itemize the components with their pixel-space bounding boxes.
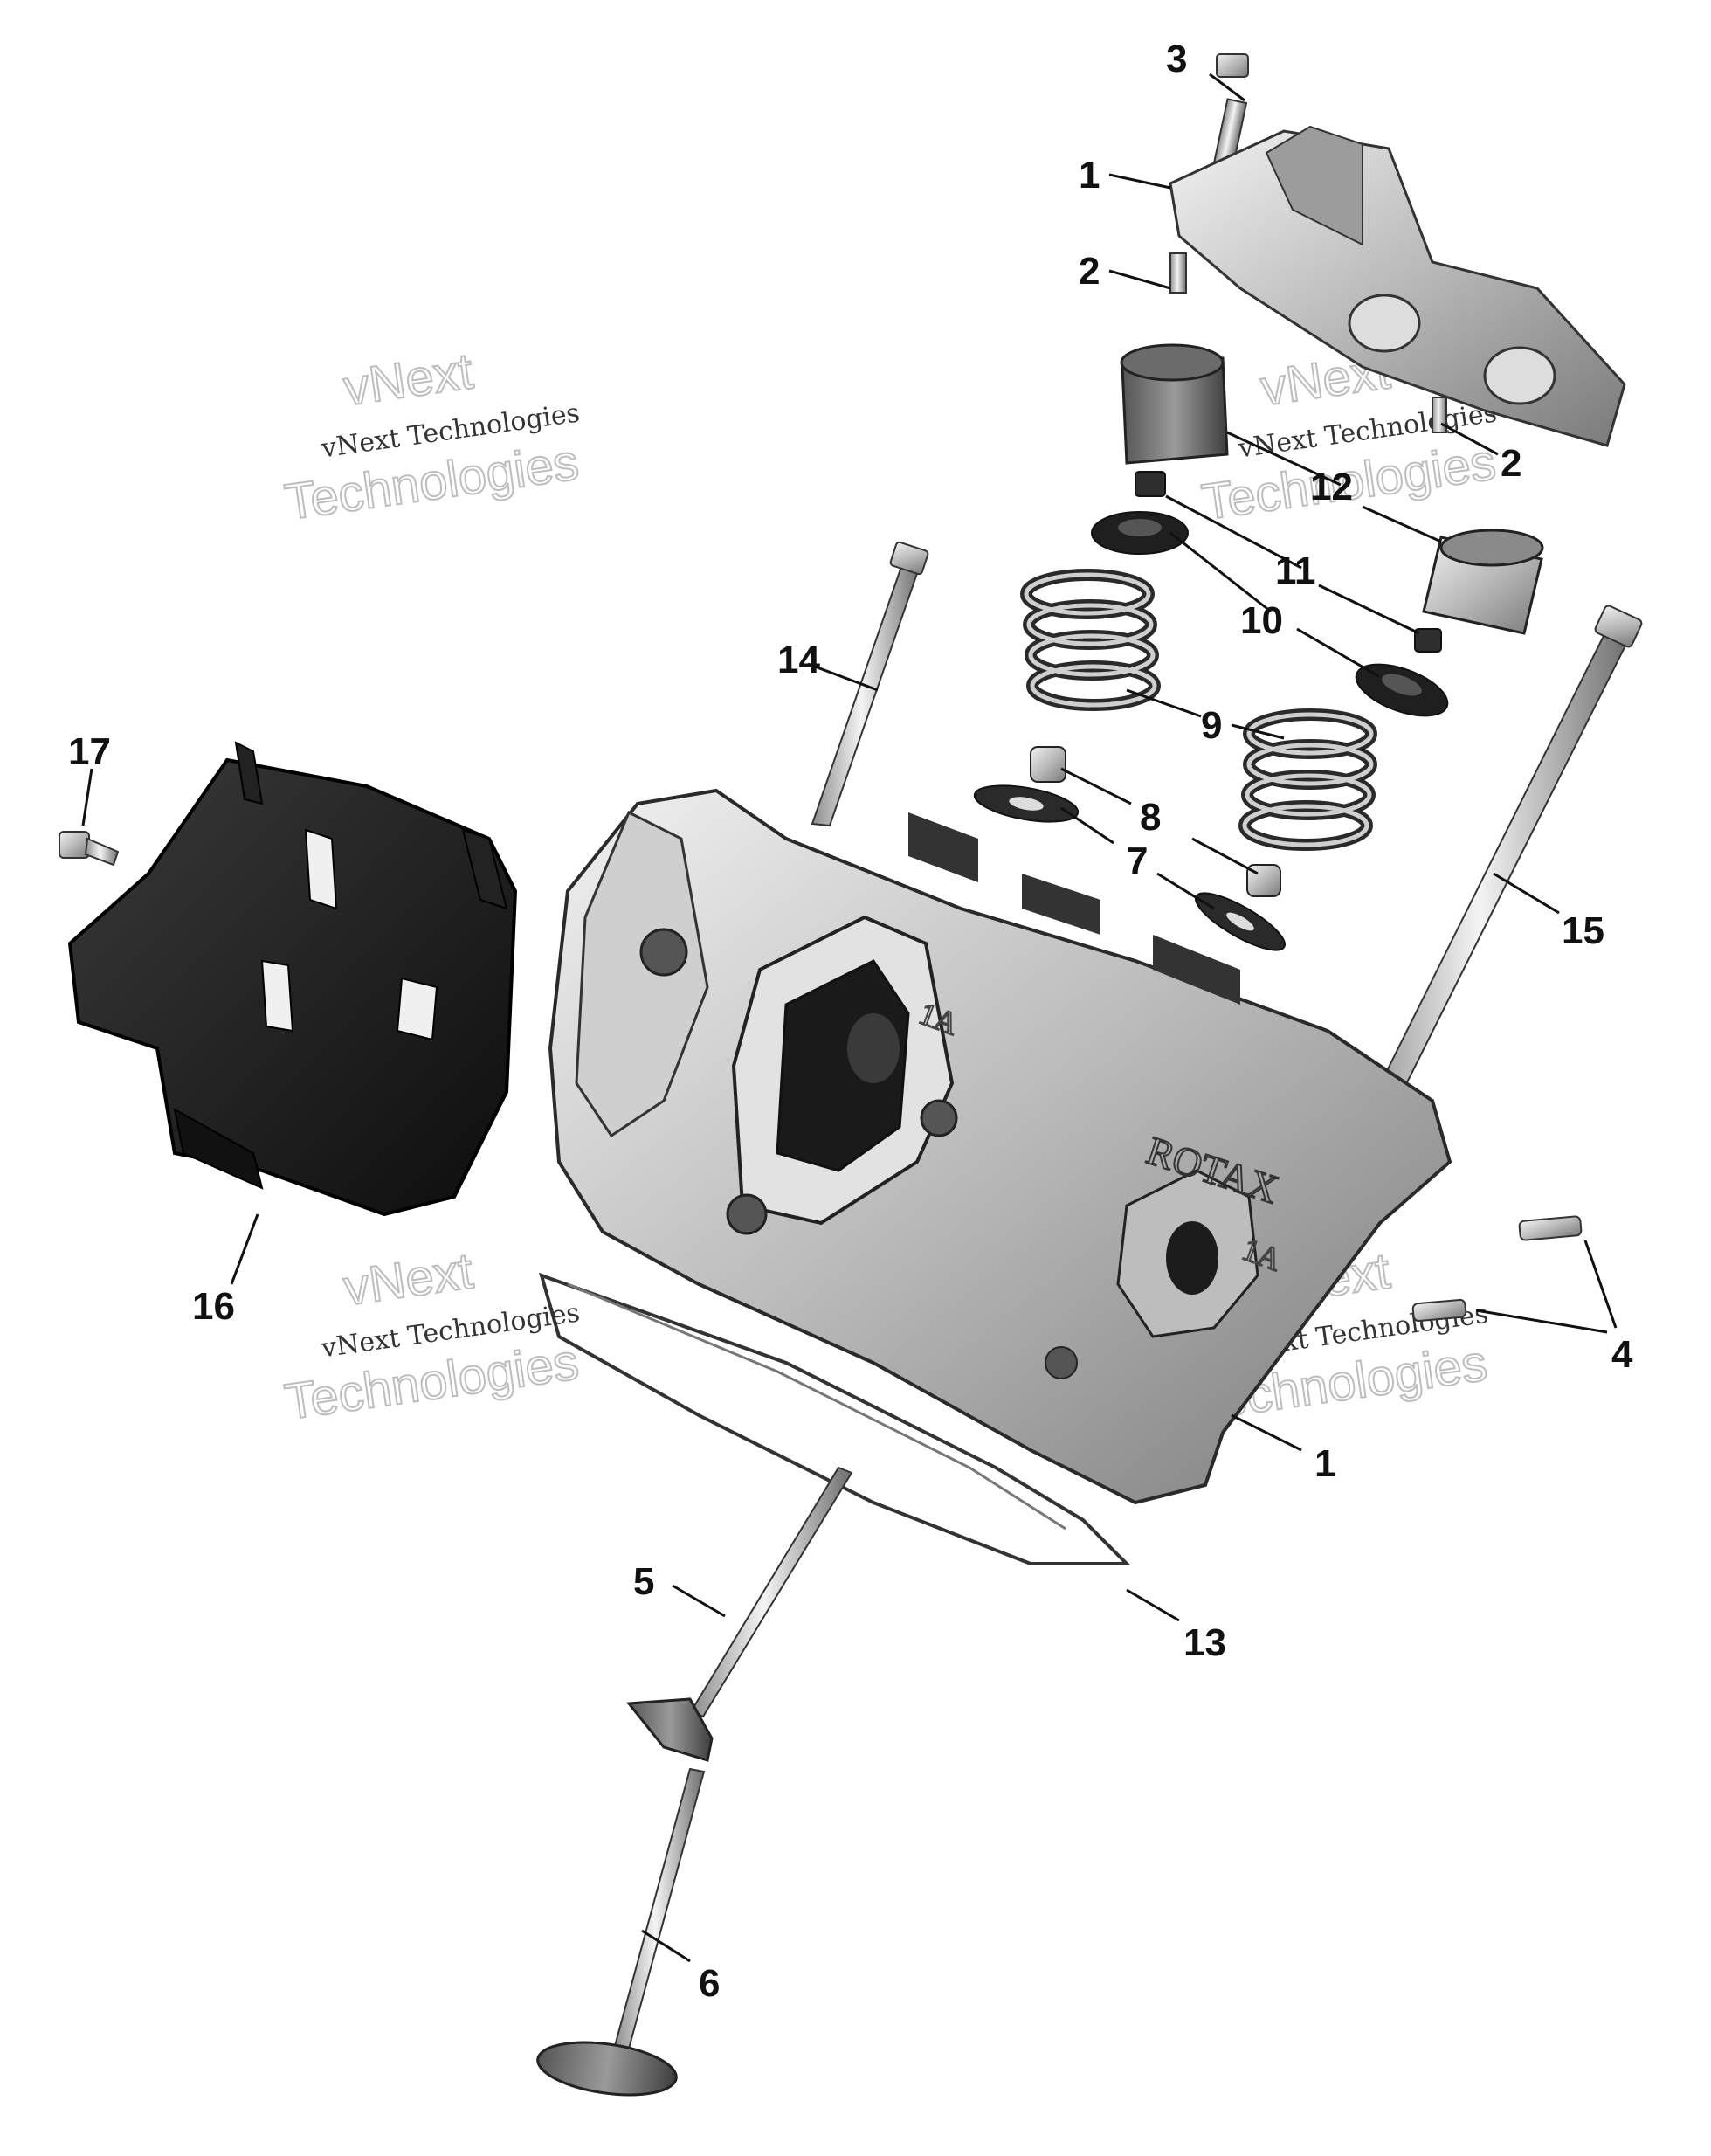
part-tappet-12b — [1422, 529, 1544, 635]
leader-lines — [81, 73, 1618, 1963]
watermark-brand: vNext — [341, 342, 477, 417]
part-bracket-16 — [67, 741, 518, 1217]
callout-4: 4 — [1611, 1333, 1633, 1376]
part-dowel-pin-4a — [1518, 1215, 1583, 1241]
callout-6: 6 — [699, 1962, 720, 2005]
callout-10: 10 — [1240, 599, 1283, 642]
callout-9: 9 — [1201, 704, 1222, 747]
part-cylinder-head: ROTAX 1A 1A — [548, 788, 1452, 1505]
part-stud-14 — [811, 541, 929, 827]
callout-16: 16 — [192, 1285, 235, 1328]
part-keeper-11a — [1135, 471, 1166, 497]
part-valve-6 — [536, 1767, 706, 2097]
part-stem-seal-8a — [1030, 746, 1066, 783]
callout-3: 3 — [1166, 38, 1187, 80]
part-screw-17 — [59, 831, 120, 867]
callout-1-top: 1 — [1079, 154, 1100, 197]
callout-12: 12 — [1310, 466, 1353, 508]
part-tappet-12a — [1120, 343, 1229, 465]
callout-2-top-right: 2 — [1501, 442, 1521, 485]
part-valve-spring-9b — [1238, 708, 1377, 851]
callout-5: 5 — [633, 1560, 654, 1603]
callout-1-main: 1 — [1314, 1442, 1335, 1485]
callout-14: 14 — [777, 639, 820, 681]
part-valve-5 — [626, 1466, 853, 1762]
watermark-brand: vNext — [341, 1242, 477, 1316]
part-keeper-11b — [1414, 628, 1442, 653]
callout-11: 11 — [1275, 549, 1316, 592]
part-dowel-pin-2a — [1169, 252, 1187, 294]
callout-7: 7 — [1127, 840, 1148, 882]
part-retainer-10b — [1355, 663, 1449, 717]
part-spring-seat-7a — [973, 784, 1080, 823]
part-retainer-10a — [1091, 511, 1189, 555]
part-valve-spring-9a — [1020, 569, 1161, 711]
callout-2-top-left: 2 — [1079, 250, 1100, 293]
part-dowel-pin-2b — [1432, 397, 1447, 433]
watermark-top-left: vNext vNext Technologies Technologies — [280, 342, 583, 532]
callout-13: 13 — [1183, 1621, 1226, 1664]
callout-8: 8 — [1140, 796, 1161, 839]
watermark-bottom-left: vNext vNext Technologies Technologies — [280, 1241, 583, 1432]
part-dowel-pin-4b — [1411, 1298, 1467, 1323]
callout-15: 15 — [1562, 909, 1604, 952]
callout-labels: 3 1 2 2 12 11 10 9 14 8 7 15 17 16 4 1 5… — [68, 38, 1633, 2005]
callout-17: 17 — [68, 730, 111, 773]
part-head-gasket-13 — [539, 1272, 1131, 1565]
part-camshaft-cap — [1169, 125, 1626, 447]
